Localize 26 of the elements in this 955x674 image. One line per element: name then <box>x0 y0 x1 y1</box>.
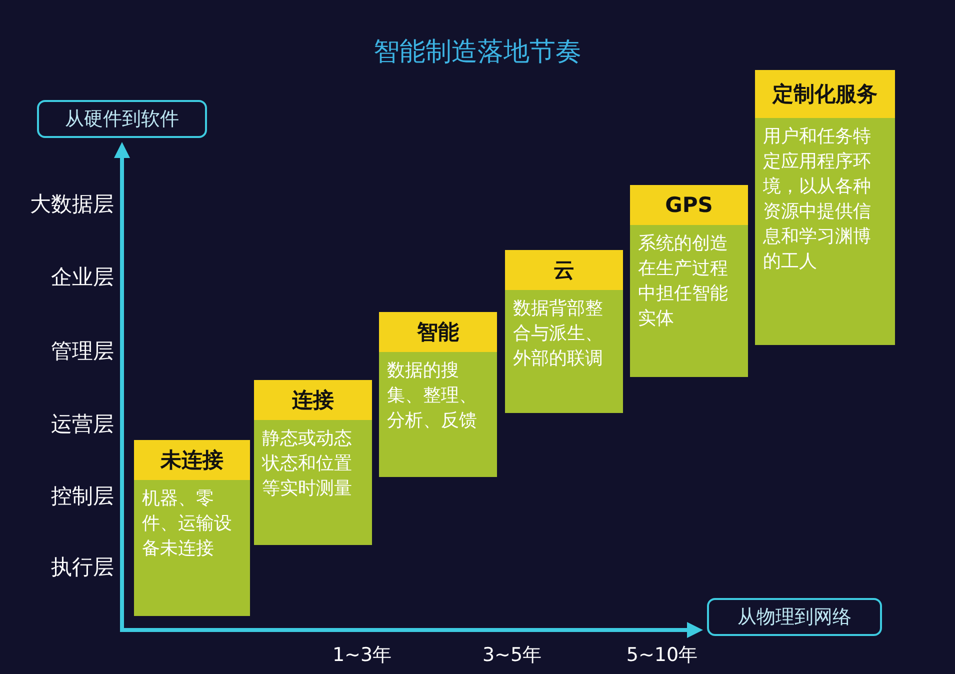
step-heading: 定制化服务 <box>755 70 895 118</box>
step-description: 系统的创造在生产过程中担任智能实体 <box>630 225 748 377</box>
arrow <box>114 142 130 630</box>
time-label: 5~10年 <box>625 643 699 668</box>
time-label: 1~3年 <box>331 643 393 668</box>
arrow <box>120 622 703 638</box>
step-heading: 连接 <box>254 380 372 420</box>
time-label: 3~5年 <box>481 643 543 668</box>
step-heading: 未连接 <box>134 440 250 480</box>
step-description: 机器、零件、运输设备未连接 <box>134 480 250 616</box>
layer-label: 企业层 <box>50 264 114 291</box>
axis-label: 从物理到网络 <box>707 598 882 636</box>
step-description: 数据背部整合与派生、外部的联调 <box>505 290 623 413</box>
layer-label: 运营层 <box>50 411 114 438</box>
layer-label: 大数据层 <box>29 191 114 218</box>
step-heading: GPS <box>630 185 748 225</box>
step-description: 静态或动态状态和位置等实时测量 <box>254 420 372 545</box>
step-heading: 智能 <box>379 312 497 352</box>
step-heading: 云 <box>505 250 623 290</box>
layer-label: 执行层 <box>50 554 114 581</box>
diagram-title: 智能制造落地节奏 <box>372 36 582 69</box>
axis-label: 从硬件到软件 <box>37 100 207 138</box>
step-description: 用户和任务特定应用程序环境，以从各种资源中提供信息和学习渊博的工人 <box>755 118 895 345</box>
layer-label: 控制层 <box>50 483 114 510</box>
layer-label: 管理层 <box>50 338 114 365</box>
step-description: 数据的搜集、整理、分析、反馈 <box>379 352 497 477</box>
